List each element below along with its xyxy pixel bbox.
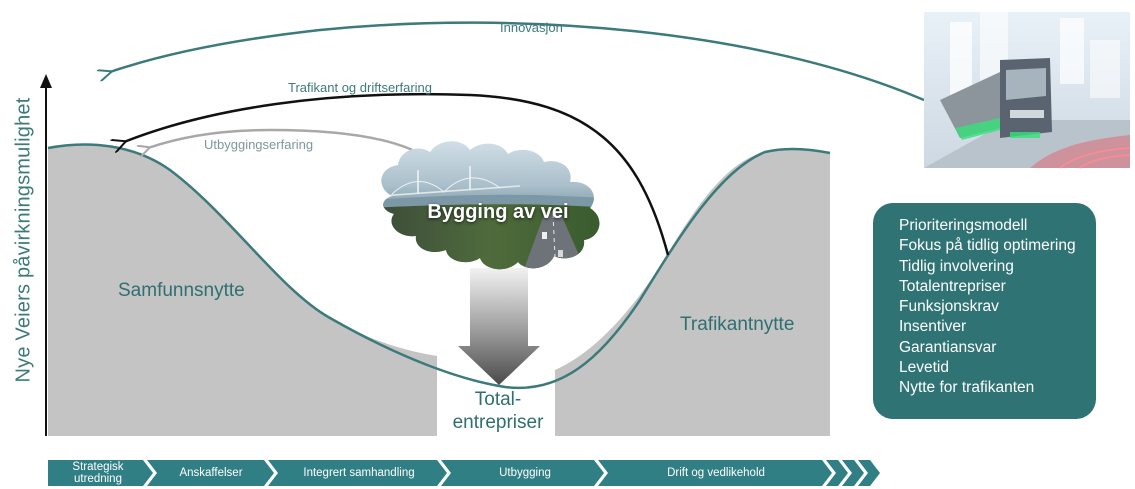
construction-experience-arrow — [148, 128, 431, 162]
user-benefit-label: Trafikantnytte — [680, 314, 795, 335]
measure-item: Prioriteringsmodell — [899, 217, 1028, 234]
phase-chevron-6 — [826, 460, 848, 486]
influence-curve — [47, 143, 831, 390]
phase-chevron-1 — [48, 460, 153, 486]
turnkey-contracts-label: Total- entrepriser — [452, 388, 544, 434]
societal-benefit-area — [48, 144, 437, 436]
phase-chevron-2 — [147, 460, 274, 486]
measure-item: Garantiansvar — [899, 338, 997, 356]
phase-procurement: Anskaffelser — [179, 467, 243, 479]
turnkey-label-line2: entrepriser — [452, 412, 544, 433]
user-operations-experience-label: Trafikant og driftserfaring — [288, 80, 433, 95]
phase-chevron-7 — [842, 460, 864, 486]
societal-benefit-label: Samfunnsnytte — [118, 280, 245, 301]
measure-item: Totalentrepriser — [899, 277, 1006, 295]
construction-experience-label: Utbyggingserfaring — [204, 137, 314, 152]
measure-item: Levetid — [899, 359, 949, 377]
phase-chevron-4 — [441, 460, 604, 486]
turnkey-label-line1: Total- — [474, 389, 522, 410]
innovation-label: Innovasjon — [500, 20, 563, 35]
phase-construction: Utbygging — [499, 467, 551, 479]
measure-item: Tidlig involvering — [899, 257, 1014, 275]
measure-item: Nytte for trafikanten — [899, 379, 1035, 397]
user-benefit-area — [555, 148, 830, 436]
phase-chevron-8 — [858, 460, 880, 486]
phase-strategic-study: Strategisk utredning — [50, 460, 146, 486]
electric-truck-image — [924, 12, 1131, 169]
construction-down-arrow — [458, 268, 540, 385]
y-axis-label: Nye Veiers påvirkningsmulighet — [12, 97, 35, 383]
phase-label-line1: Strategisk — [72, 461, 124, 473]
measure-item: Funksjonskrav — [899, 298, 999, 316]
measure-item: Insentiver — [899, 318, 967, 336]
phase-operation-maintenance: Drift og vedlikehold — [667, 467, 765, 479]
phase-chevron-5 — [598, 460, 832, 486]
cloud-label: Bygging av vei — [427, 201, 569, 223]
measures-box: Prioriteringsmodell Fokus på tidlig opti… — [873, 203, 1096, 419]
phase-chevron-3 — [268, 460, 447, 486]
y-axis-label-box: Nye Veiers påvirkningsmulighet — [6, 60, 42, 420]
innovation-arrow — [110, 21, 925, 102]
user-operations-experience-arrow — [124, 92, 670, 256]
y-axis-arrowhead — [40, 74, 52, 88]
measure-item: Fokus på tidlig optimering — [899, 237, 1076, 255]
phase-bar — [48, 460, 880, 486]
phase-integrated-collaboration: Integrert samhandling — [303, 467, 415, 479]
phase-label-line2: utredning — [74, 473, 122, 485]
